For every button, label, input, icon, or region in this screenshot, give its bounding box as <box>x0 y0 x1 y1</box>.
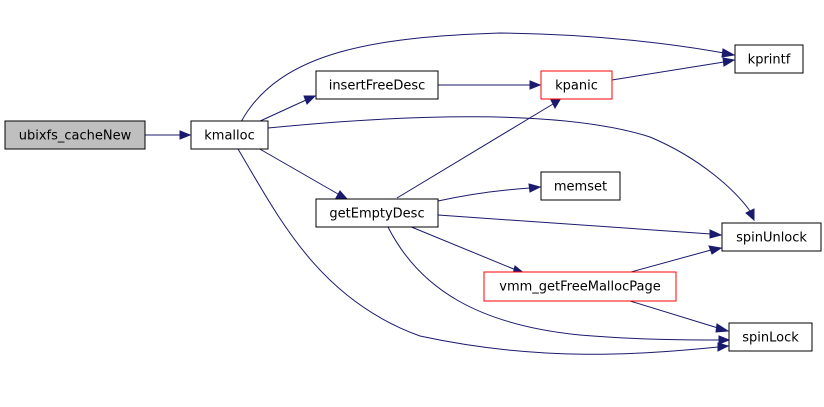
node-label: ubixfs_cacheNew <box>19 129 132 144</box>
arrowhead-vmm_getFreeMallocPage-spinLock <box>715 323 730 333</box>
node-box <box>728 322 813 352</box>
arrowhead-kmalloc-insertFreeDesc <box>303 95 317 105</box>
edge-kmalloc-getEmptyDesc <box>257 147 339 195</box>
node-kpanic[interactable]: kpanic <box>540 70 613 100</box>
node-box <box>721 222 822 252</box>
edge-getEmptyDesc-spinLock <box>387 226 721 341</box>
node-box <box>540 171 621 201</box>
edge-getEmptyDesc-spinUnlock <box>437 214 712 235</box>
node-ubixfs_cacheNew[interactable]: ubixfs_cacheNew <box>4 120 146 150</box>
node-insertFreeDesc[interactable]: insertFreeDesc <box>315 70 439 100</box>
arrowhead-getEmptyDesc-memset <box>528 183 542 193</box>
node-box <box>734 44 804 74</box>
node-label: getEmptyDesc <box>329 207 424 222</box>
node-label: kmalloc <box>204 129 254 144</box>
node-box <box>4 120 146 150</box>
node-kmalloc[interactable]: kmalloc <box>190 120 269 150</box>
edge-vmm_getFreeMallocPage-spinLock <box>629 300 719 329</box>
edge-getEmptyDesc-vmm_getFreeMallocPage <box>408 225 517 271</box>
node-box <box>190 120 269 150</box>
edge-getEmptyDesc-kpanic <box>396 103 554 199</box>
edges-layer <box>145 32 751 355</box>
nodes-layer: ubixfs_cacheNew kmalloc insertFreeDesc g… <box>4 44 822 352</box>
node-box <box>315 70 439 100</box>
arrowhead-kmalloc-getEmptyDesc <box>335 190 349 200</box>
node-label: vmm_getFreeMallocPage <box>499 280 660 295</box>
edge-kmalloc-spinLock <box>237 148 719 355</box>
arrowhead-ubixfs_cacheNew-kmalloc <box>179 130 192 140</box>
node-label: kpanic <box>555 79 598 94</box>
arrowhead-kmalloc-kprintf <box>721 48 736 58</box>
node-label: kprintf <box>748 53 791 68</box>
node-kprintf[interactable]: kprintf <box>734 44 804 74</box>
node-label: memset <box>554 180 607 195</box>
node-label: spinUnlock <box>736 231 807 246</box>
arrowhead-kmalloc-spinUnlock <box>745 208 755 222</box>
edge-kmalloc-kprintf <box>240 32 725 123</box>
node-spinUnlock[interactable]: spinUnlock <box>721 222 822 252</box>
edge-kpanic-kprintf <box>611 61 725 81</box>
node-memset[interactable]: memset <box>540 171 621 201</box>
node-getEmptyDesc[interactable]: getEmptyDesc <box>315 198 439 228</box>
arrowhead-getEmptyDesc-spinLock <box>718 335 731 345</box>
edge-kmalloc-spinUnlock <box>267 116 751 212</box>
node-box <box>540 70 613 100</box>
node-label: spinLock <box>742 331 799 346</box>
node-vmm_getFreeMallocPage[interactable]: vmm_getFreeMallocPage <box>483 271 677 302</box>
edge-getEmptyDesc-memset <box>437 187 531 202</box>
arrowhead-kmalloc-spinLock <box>717 342 730 352</box>
node-label: insertFreeDesc <box>329 79 426 94</box>
arrowhead-insertFreeDesc-kpanic <box>529 80 542 90</box>
node-spinLock[interactable]: spinLock <box>728 322 813 352</box>
arrowhead-kpanic-kprintf <box>722 57 736 67</box>
arrowhead-vmm_getFreeMallocPage-spinUnlock <box>708 245 723 255</box>
edge-kmalloc-insertFreeDesc <box>257 99 307 123</box>
node-box <box>483 271 677 302</box>
node-box <box>315 198 439 228</box>
edge-vmm_getFreeMallocPage-spinUnlock <box>630 249 712 273</box>
arrowhead-getEmptyDesc-spinUnlock <box>709 229 723 239</box>
